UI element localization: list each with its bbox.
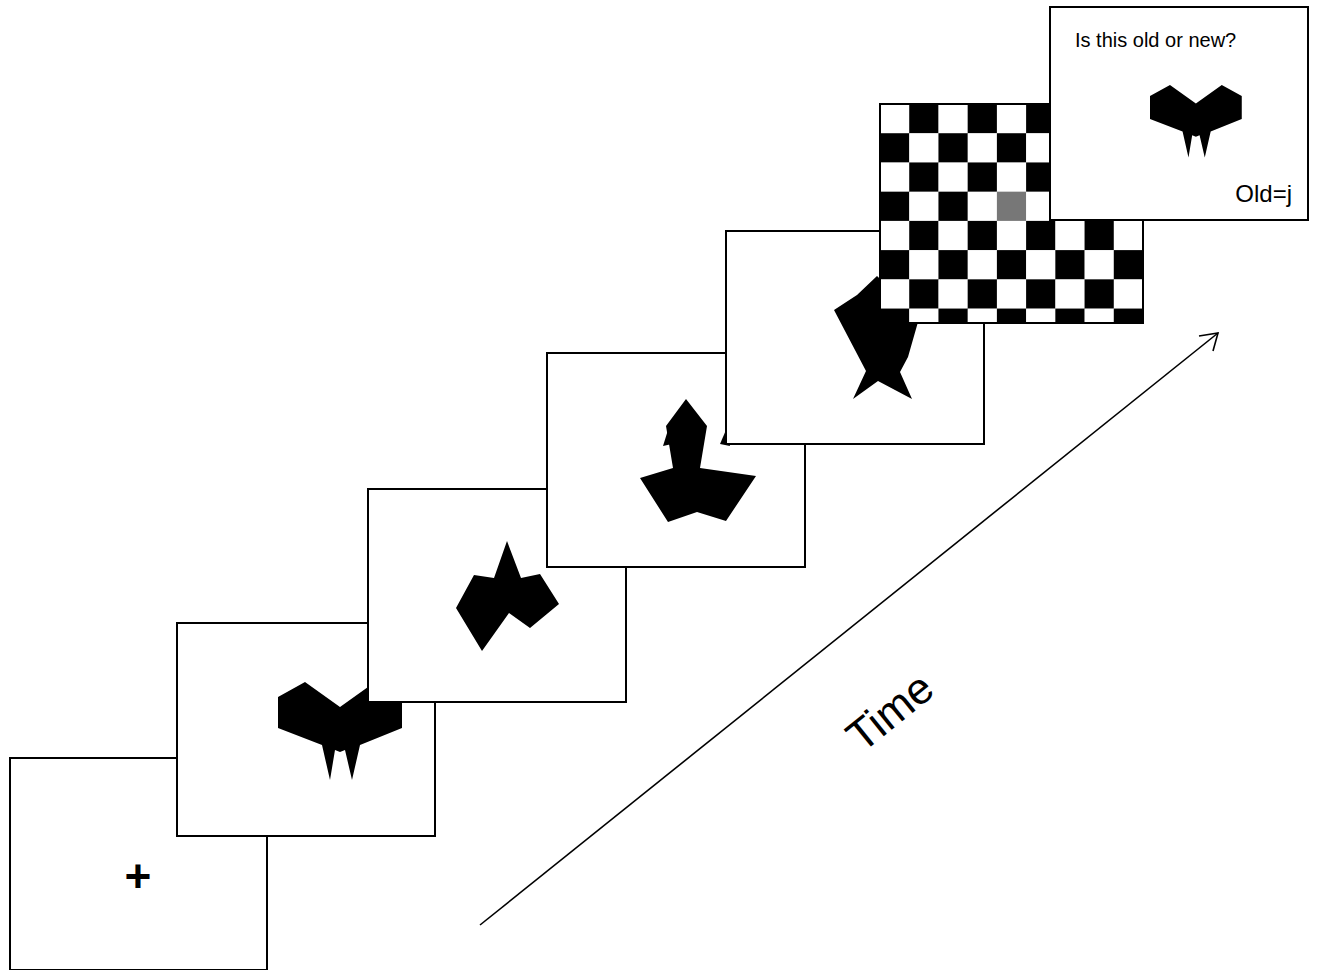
checker-square [938,221,968,251]
checker-square [1085,221,1115,251]
screen-frame [726,231,984,444]
checker-square [1114,221,1143,251]
novel-shape [834,276,922,399]
checker-square [997,250,1027,280]
checker-square [909,192,939,222]
checker-square [1114,279,1143,309]
checker-square [1055,309,1085,323]
checker-square [938,104,968,134]
checker-square [968,192,998,222]
checker-square [997,192,1027,222]
checker-square [880,133,910,163]
checker-square [938,279,968,309]
checker-square [997,162,1027,192]
screen [1050,7,1308,220]
time-arrow [480,333,1218,925]
novel-shape [663,430,672,446]
checker-square [968,279,998,309]
checker-square [968,133,998,163]
checker-square [938,133,968,163]
checker-square [909,250,939,280]
checker-square [997,309,1027,323]
checker-square [880,221,910,251]
checker-square [909,104,939,134]
response-key: Old=j [1235,180,1292,208]
checker-square [1026,309,1056,323]
prompt-text: Is this old or new? [1075,29,1236,52]
checker-square [880,309,910,323]
checker-square [1085,309,1115,323]
checker-square [1026,250,1056,280]
checker-square [997,221,1027,251]
checker-square [968,104,998,134]
checker-square [909,162,939,192]
checker-square [909,133,939,163]
axis-label: Time [837,663,942,761]
checker-square [938,192,968,222]
checker-square [938,162,968,192]
checker-square [968,221,998,251]
checker-square [1055,250,1085,280]
checker-square [938,309,968,323]
checker-square [968,309,998,323]
checker-square [997,133,1027,163]
checker-square [1026,279,1056,309]
screen-frame [1050,7,1308,220]
checker-square [1085,279,1115,309]
screen [726,231,984,444]
novel-shape [456,541,559,651]
time-axis [480,333,1218,925]
arrow-head [1199,333,1218,351]
checker-square [909,309,939,323]
checker-square [1085,250,1115,280]
fixation-cross: + [125,850,152,903]
checker-square [880,279,910,309]
checker-square [997,104,1027,134]
checker-square [997,279,1027,309]
checker-square [1114,309,1143,323]
checker-square [880,104,910,134]
checker-square [1055,279,1085,309]
checker-square [880,162,910,192]
checker-square [909,279,939,309]
checker-square [1026,221,1056,251]
test-screen: Is this old or new? Old=j [1050,7,1308,220]
checker-square [1055,221,1085,251]
checker-square [938,250,968,280]
screens [10,7,1308,970]
checker-square [968,162,998,192]
fixation-screen: + [10,758,267,970]
novel-shape [1150,85,1242,158]
checker-square [880,192,910,222]
checker-square [1114,250,1143,280]
checker-square [968,250,998,280]
checker-square [880,250,910,280]
checker-square [909,221,939,251]
